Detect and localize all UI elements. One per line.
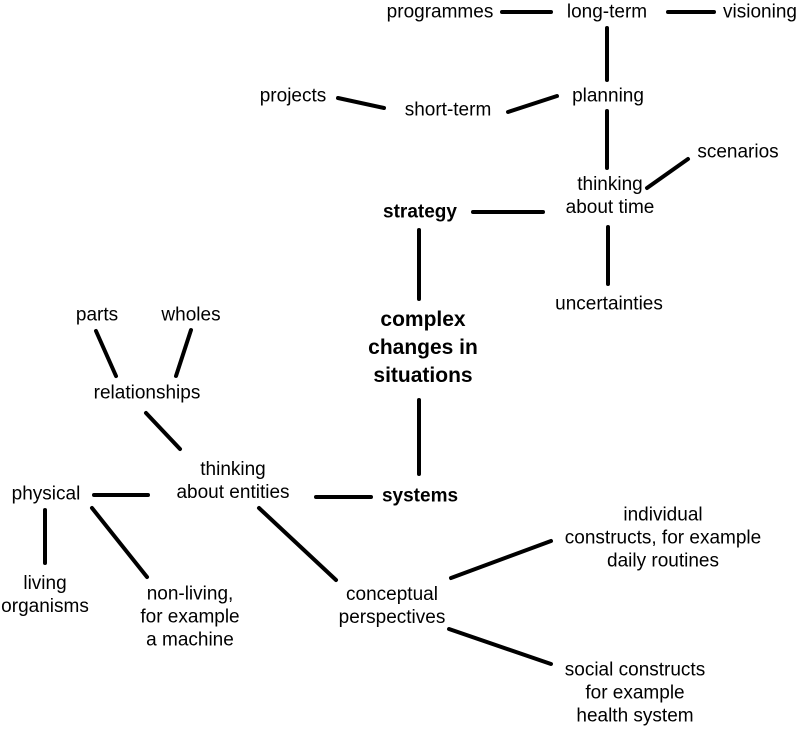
node-relationships: relationships [93,382,201,404]
node-planning: planning [572,85,644,107]
node-non-living: non-living, for example a machine [140,583,240,651]
edge-conceptual-social-constructs [447,627,553,666]
edge-relationships-thinking-about-entities [144,411,182,451]
edge-short-term-planning [506,94,559,114]
node-thinking-about-time: thinking about time [565,174,655,218]
node-short-term: short-term [404,99,492,121]
node-scenarios: scenarios [697,141,779,163]
node-conceptual-perspectives: conceptual perspectives [338,584,446,628]
edge-physical-non-living [90,506,149,579]
node-long-term: long-term [566,1,648,23]
node-visioning: visioning [723,1,797,23]
node-individual-constructs: individual constructs, for example daily… [564,504,762,572]
edge-thinking-about-entities-conceptual [257,506,338,582]
node-strategy: strategy [383,201,457,223]
node-programmes: programmes [386,1,494,23]
node-complex-changes-in-situations: complex changes in situations [368,308,478,387]
edge-conceptual-individual-constructs [449,539,553,580]
node-uncertainties: uncertainties [555,293,663,315]
node-systems: systems [381,485,459,507]
edge-projects-short-term [336,96,386,110]
edge-wholes-relationships [174,328,193,378]
node-physical: physical [11,483,81,505]
node-social-constructs: social constructs for example health sys… [564,659,706,727]
node-parts: parts [75,304,119,326]
node-thinking-about-entities: thinking about entities [176,459,290,503]
node-projects: projects [259,85,327,107]
edge-thinking-about-time-scenarios [645,157,690,190]
node-wholes: wholes [161,304,221,326]
node-living-organisms: living organisms [1,573,89,617]
edge-parts-relationships [94,329,118,378]
